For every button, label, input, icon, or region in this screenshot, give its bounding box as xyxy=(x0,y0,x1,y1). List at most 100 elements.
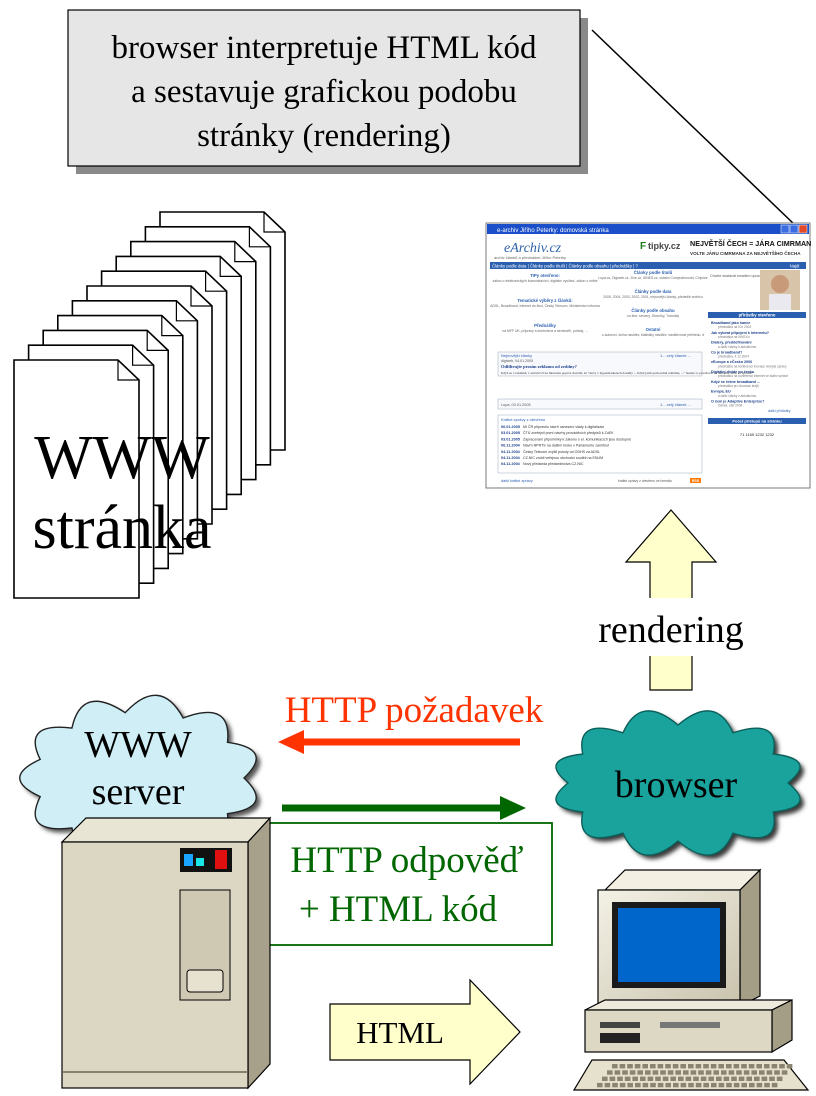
keyboard-key xyxy=(695,1082,702,1088)
latest-article-headline[interactable]: Odfiltrujte prosím zeklamu od zeddny? xyxy=(501,364,577,369)
browser-cloud-label: browser xyxy=(615,764,738,806)
pc-floppy-slot xyxy=(600,1022,640,1028)
news-item-text[interactable]: CZ.NIC zrušil veřejnou obchodní soutěž n… xyxy=(523,456,603,460)
keyboard-key xyxy=(675,1070,681,1075)
section-text: 2005, 2004, 2003, 2002, 2001, nejnovější… xyxy=(603,295,703,299)
keyboard-key xyxy=(746,1076,752,1081)
server-led-red xyxy=(215,850,227,869)
banner-title[interactable]: NEJVĚTŠÍ ČECH = JÁRA CIMRMAN xyxy=(690,239,811,248)
latest-articles-panel xyxy=(497,351,703,377)
sidebar-heading-bar xyxy=(708,312,806,318)
keyboard-key xyxy=(670,1076,676,1081)
monitor-screen xyxy=(618,908,720,982)
www-page-stack xyxy=(13,211,286,599)
keyboard-key xyxy=(711,1082,717,1088)
keyboard-key xyxy=(779,1064,785,1069)
sidebar-intro: Chcete dostávat emailem upozornění na no… xyxy=(710,274,797,278)
request-arrow xyxy=(278,730,520,754)
section-title[interactable]: Články podle titulů xyxy=(634,270,673,275)
sidebar-item-title[interactable]: Evropa, EU xyxy=(711,390,731,394)
second-article-more-link[interactable]: 1... celý článek ... xyxy=(660,402,691,407)
news-item-text[interactable]: Český Telecom zvýšil pokuty od ODHS za A… xyxy=(523,449,600,454)
keyboard-key xyxy=(645,1070,651,1075)
section-title[interactable]: Tematické výběry z článků: xyxy=(517,298,573,303)
keyboard-key xyxy=(612,1082,618,1088)
sidebar-item-title[interactable]: eEurope a eČesko 2006 xyxy=(711,359,752,364)
second-article-panel xyxy=(497,398,703,410)
keyboard-key xyxy=(700,1076,707,1081)
sidebar-item-text: přednáška na konferenci Inovace veřejné … xyxy=(718,364,787,368)
page-fold xyxy=(248,226,271,248)
news-item-text[interactable]: Nový předseda předsednictva CZ.NIC xyxy=(523,462,584,466)
section-title[interactable]: Články podle obsahu xyxy=(631,308,675,313)
server-top xyxy=(60,817,272,843)
keyboard-key xyxy=(771,1064,778,1069)
keyboard-key xyxy=(713,1070,719,1075)
sidebar-item-title[interactable]: Co je broadband? xyxy=(711,350,743,354)
close-button[interactable] xyxy=(798,224,808,234)
section-title[interactable]: Články podle data xyxy=(635,289,672,294)
keyboard-key xyxy=(741,1064,747,1069)
section-title[interactable]: Přednášky xyxy=(534,323,556,328)
maximize-button[interactable] xyxy=(789,224,799,234)
keyboard-key xyxy=(708,1076,714,1081)
browser-cloud: browser xyxy=(555,710,805,860)
note-box xyxy=(67,9,581,167)
page-fold xyxy=(219,256,242,277)
latest-article-more-link[interactable]: 1... celý článek ... xyxy=(660,353,691,358)
response-box xyxy=(261,822,553,946)
rendering-note: browser interpretuje HTML kód a sestavuj… xyxy=(67,9,588,174)
keyboard-key xyxy=(673,1082,679,1088)
banner-brand-name[interactable]: tipky.cz xyxy=(648,241,681,251)
keyboard-key xyxy=(766,1070,773,1075)
section-text: na MFF UK, přípravy a kontrolenz a semin… xyxy=(502,329,587,333)
pc-case-front xyxy=(584,1009,773,1053)
page-fold xyxy=(161,315,183,337)
earchiv-logo[interactable]: eArchiv.cz xyxy=(504,241,562,256)
keyboard-key xyxy=(667,1070,674,1075)
content-column-1: TIPy otevřeno:zákon o elektronických kom… xyxy=(490,273,600,333)
latest-articles-title: Nejnovější články xyxy=(501,353,532,358)
response-line-2: + HTML kód xyxy=(299,889,498,930)
news-item-text[interactable]: MI ČR připravilo návrh usnesení vlády k … xyxy=(523,424,604,429)
keyboard-key xyxy=(756,1064,762,1069)
keyboard-key xyxy=(748,1064,755,1069)
html-arrow-label: HTML xyxy=(356,1015,444,1050)
page-fold xyxy=(132,345,154,366)
nav-bar xyxy=(490,262,783,269)
keyboard-key xyxy=(718,1082,725,1088)
sidebar-item-title[interactable]: O čem je Adaptive Enterprise? xyxy=(711,399,765,403)
section-title[interactable]: TIPy otevřeno: xyxy=(530,273,560,278)
keyboard-key xyxy=(716,1076,722,1081)
keyboard-key xyxy=(764,1064,770,1069)
search-button[interactable] xyxy=(783,262,806,269)
sidebar-more-link[interactable]: další přírůstky xyxy=(768,409,791,413)
sidebar-item-title[interactable]: Digitální divide po česku xyxy=(711,370,755,374)
sidebar-item-text: přednáška na ICe 2004 xyxy=(718,325,751,329)
news-more-link[interactable]: další krátké zprávy xyxy=(501,479,533,483)
pages-label-line-2: stránka xyxy=(32,494,211,562)
sidebar-item-title[interactable]: Jak vybírat připojení k Internetu? xyxy=(711,331,770,335)
html-arrow: HTML xyxy=(329,978,521,1086)
response-arrow-head xyxy=(500,796,526,820)
rendered-page-screenshot: e-archiv Jiřího Peterky: domovská stránk… xyxy=(485,222,811,489)
section-title[interactable]: Ostatní xyxy=(646,327,662,332)
minimize-button[interactable] xyxy=(780,224,790,234)
sidebar-item-title[interactable]: Broadband jako šance xyxy=(711,321,750,325)
keyboard-key xyxy=(642,1064,648,1069)
news-item-text[interactable]: ČTÚ zveřejnil první návrhy prováděcích p… xyxy=(523,430,614,435)
sidebar-item-title[interactable]: Když se řekne broadband ... xyxy=(711,380,760,384)
news-item-text[interactable]: Návrh NPRTS na dalším kroku v Parlamentu… xyxy=(523,444,609,448)
keyboard-key xyxy=(634,1064,641,1069)
keyboard-key xyxy=(650,1082,656,1088)
news-item-text[interactable]: Zapracování připomínky k zákonu o el. ko… xyxy=(523,437,631,441)
rss-badge[interactable] xyxy=(690,478,701,483)
banner-brand: F xyxy=(640,241,646,252)
page-fold xyxy=(117,360,139,381)
sidebar-item-title[interactable]: Dialery, předdefinování xyxy=(711,341,752,345)
browser-cloud-shape xyxy=(555,710,801,856)
news-panel xyxy=(497,414,703,474)
nav-links[interactable]: Články podle data | Články podle titulů … xyxy=(492,264,638,269)
